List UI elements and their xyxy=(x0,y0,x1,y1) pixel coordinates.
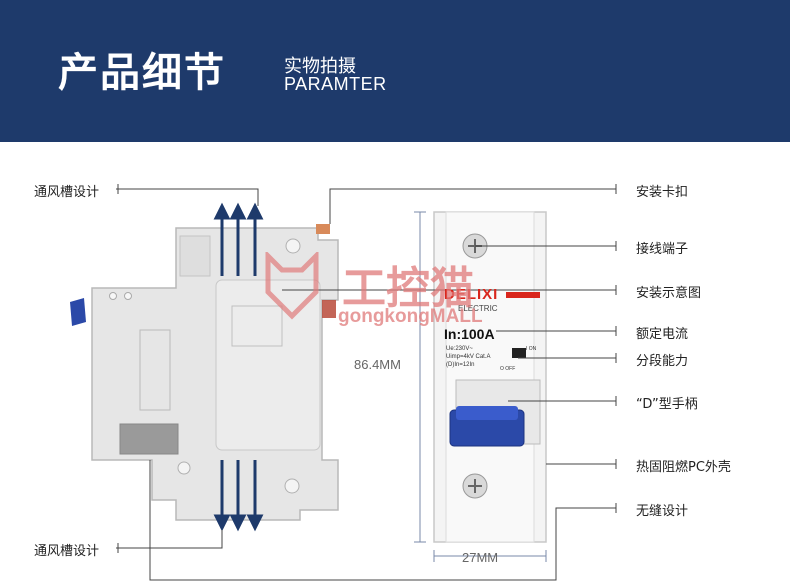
dimension-lines xyxy=(414,211,547,562)
label-vent-top: 通风槽设计 xyxy=(34,185,100,200)
label-d-handle: “D”型手柄 xyxy=(636,397,698,412)
watermark-cn: 工控猫 xyxy=(342,263,474,314)
vent-arrows-bottom xyxy=(213,460,264,532)
callout-lines-right xyxy=(149,184,617,581)
off-label: O OFF xyxy=(500,366,516,372)
spec-line-3: (D)In=12In xyxy=(446,362,475,368)
breaker-front-view xyxy=(433,211,547,543)
spec-line-2: Uimp=4kV Cat.A xyxy=(446,354,491,360)
rating-label: In:100A xyxy=(444,326,495,342)
label-seamless: 无缝设计 xyxy=(636,504,689,519)
watermark-en: gongkongMALL xyxy=(338,306,483,327)
header-banner: 产品细节 实物拍摄 PARAMTER xyxy=(0,0,790,142)
callout-lines-left xyxy=(116,184,259,553)
label-install-diagram: 安装示意图 xyxy=(636,286,702,301)
label-pc-shell: 热固阻燃PC外壳 xyxy=(636,460,731,475)
spec-line-1: Ue:230V~ xyxy=(446,346,473,352)
label-breaking-capacity: 分段能力 xyxy=(636,354,689,369)
on-label: I ON xyxy=(526,346,537,352)
vent-arrows-top xyxy=(213,202,264,276)
dimension-width: 27MM xyxy=(462,550,499,565)
label-vent-bottom: 通风槽设计 xyxy=(34,544,100,559)
watermark-cat-icon xyxy=(265,252,319,320)
label-terminal: 接线端子 xyxy=(636,242,689,257)
page-subtitle-en: PARAMTER xyxy=(284,74,387,94)
brand-sub: ELECTRIC xyxy=(458,304,498,313)
label-mounting-clip: 安装卡扣 xyxy=(636,185,689,200)
page-subtitle-cn: 实物拍摄 xyxy=(284,56,356,77)
label-rated-current: 额定电流 xyxy=(636,327,689,342)
page-title: 产品细节 xyxy=(58,50,226,96)
dimension-height: 86.4MM xyxy=(354,357,401,372)
brand-logo: DELIXI xyxy=(444,286,499,303)
